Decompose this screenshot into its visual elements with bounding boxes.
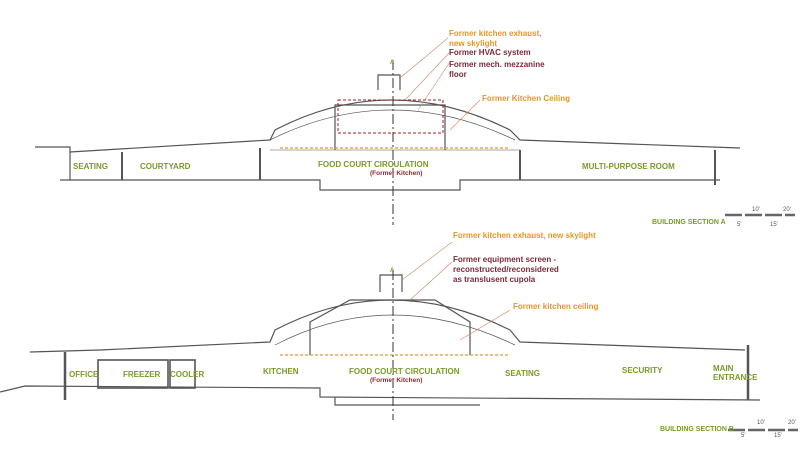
room-office-b: OFFICE [69, 370, 99, 379]
note-hvac-a: Former HVAC system [449, 48, 531, 57]
note-exhaust-a: Former kitchen exhaust, new skylight [449, 29, 542, 48]
room-security-b: SECURITY [622, 366, 663, 375]
scale-b-5: 5' [741, 433, 746, 439]
room-main-entrance-b: MAIN ENTRANCE [713, 364, 758, 382]
note-screen-b: Former equipment screen - reconstructed/… [453, 255, 559, 284]
scale-b-10: 10' [757, 420, 765, 426]
room-courtyard-a: COURTYARD [140, 162, 191, 171]
section-b-linework [0, 274, 761, 406]
marker-a-top: A [390, 60, 395, 66]
note-mezzanine-a: Former mech. mezzanine floor [449, 60, 545, 79]
scale-a-20: 20' [783, 207, 791, 213]
room-kitchen-b: KITCHEN [263, 367, 299, 376]
scale-b-20: 20' [788, 420, 796, 426]
room-food-court-a: FOOD COURT CIRCULATION [318, 160, 429, 169]
room-freezer-b: FREEZER [123, 370, 161, 379]
title-section-b: BUILDING SECTION B [660, 426, 734, 433]
section-a-linework [35, 74, 741, 191]
note-ceiling-b: Former kitchen ceiling [513, 302, 599, 311]
room-cooler-b: COOLER [170, 370, 205, 379]
scale-b-15: 15' [774, 433, 782, 439]
note-exhaust-b: Former kitchen exhaust, new skylight [453, 231, 596, 240]
marker-a-bottom: A [390, 268, 395, 274]
scale-a-10: 10' [752, 207, 760, 213]
room-seating-b: SEATING [505, 369, 540, 378]
room-multipurpose-a: MULTI-PURPOSE ROOM [582, 162, 675, 171]
former-kitchen-a: (Former Kitchen) [370, 170, 423, 177]
title-section-a: BUILDING SECTION A [652, 219, 726, 226]
room-seating-a: SEATING [73, 162, 108, 171]
former-kitchen-b: (Former Kitchen) [370, 377, 423, 384]
scale-a-5: 5' [737, 222, 742, 228]
note-ceiling-a: Former Kitchen Ceiling [482, 94, 571, 103]
room-food-court-b: FOOD COURT CIRCULATION [349, 367, 460, 376]
scale-a-15: 15' [770, 222, 778, 228]
